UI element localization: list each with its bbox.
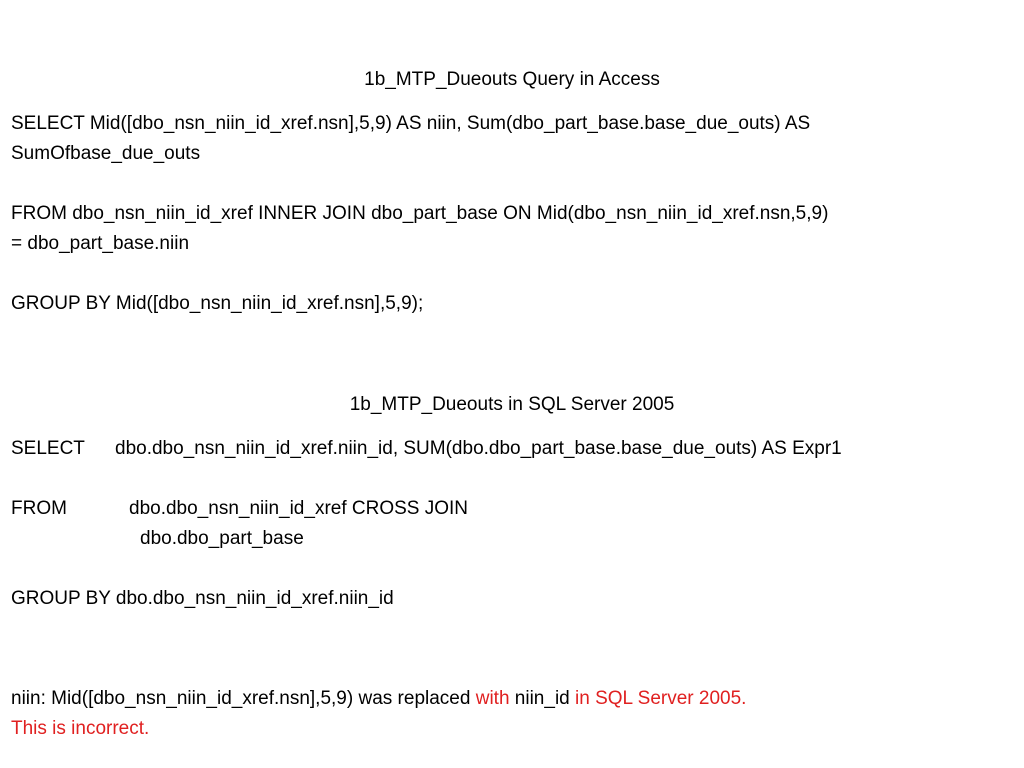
access-select-line-1: SELECT Mid([dbo_nsn_niin_id_xref.nsn],5,… (11, 113, 811, 134)
blank-line (11, 464, 1011, 494)
select-columns: dbo.dbo_nsn_niin_id_xref.niin_id, SUM(db… (115, 438, 842, 459)
sqlserver-from-line-2: dbo.dbo_part_base (140, 528, 304, 549)
select-keyword: SELECT (11, 438, 85, 459)
sqlserver-query-block: SELECT dbo.dbo_nsn_niin_id_xref.niin_id, … (11, 434, 1011, 614)
sqlserver-group-by-line: GROUP BY dbo.dbo_nsn_niin_id_xref.niin_i… (11, 588, 394, 609)
from-keyword: FROM (11, 498, 67, 519)
blank-line (11, 169, 1011, 199)
note-line-2: This is incorrect. (11, 718, 150, 739)
blank-line (11, 554, 1011, 584)
note-block: niin: Mid([dbo_nsn_niin_id_xref.nsn],5,9… (11, 684, 1011, 744)
access-from-line-2: = dbo_part_base.niin (11, 233, 190, 254)
access-select-line-2: SumOfbase_due_outs (11, 143, 201, 164)
sqlserver-query-title: 1b_MTP_Dueouts in SQL Server 2005 (349, 394, 675, 415)
from-tables: dbo.dbo_nsn_niin_id_xref CROSS JOIN (129, 498, 469, 519)
blank-line (11, 259, 1011, 289)
note-text: niin_id (509, 688, 576, 709)
access-query-title: 1b_MTP_Dueouts Query in Access (364, 69, 660, 90)
note-text: niin: Mid([dbo_nsn_niin_id_xref.nsn],5,9… (11, 688, 476, 709)
access-query-block: SELECT Mid([dbo_nsn_niin_id_xref.nsn],5,… (11, 109, 1011, 319)
sqlserver-from-line-1: FROM dbo.dbo_nsn_niin_id_xref CROSS JOIN (11, 494, 1011, 524)
note-highlight-sqlserver: in SQL Server 2005. (575, 688, 747, 709)
sqlserver-select-line: SELECT dbo.dbo_nsn_niin_id_xref.niin_id, … (11, 434, 1011, 464)
note-highlight-with: with (475, 688, 510, 709)
access-from-line-1: FROM dbo_nsn_niin_id_xref INNER JOIN dbo… (11, 203, 829, 224)
access-group-by-line: GROUP BY Mid([dbo_nsn_niin_id_xref.nsn],… (11, 293, 424, 314)
note-line-1: niin: Mid([dbo_nsn_niin_id_xref.nsn],5,9… (11, 684, 1011, 714)
